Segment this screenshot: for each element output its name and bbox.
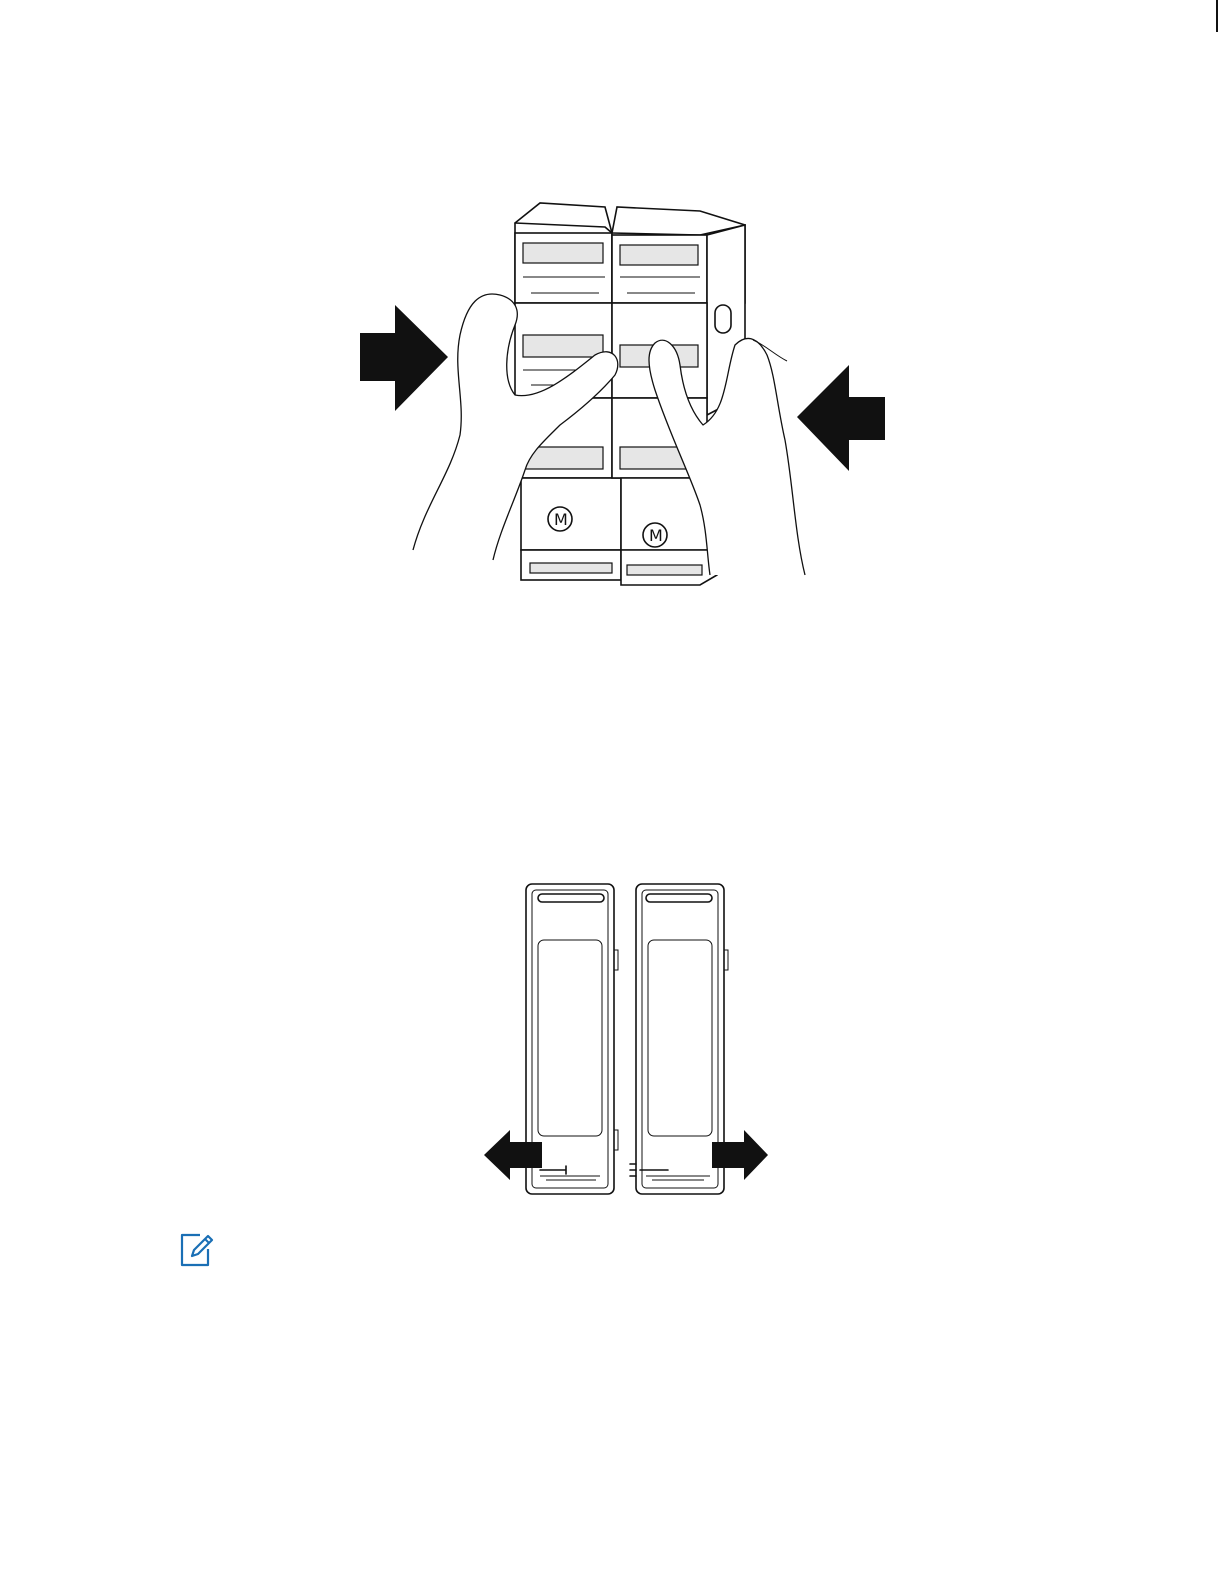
right-push-arrow xyxy=(797,365,885,471)
note-pencil-icon xyxy=(178,1232,214,1268)
page-corner-mark xyxy=(1216,0,1218,32)
logo-left: M xyxy=(554,510,568,529)
logo-right: M xyxy=(649,526,663,545)
left-pull-arrow xyxy=(484,1130,542,1180)
right-pull-arrow xyxy=(712,1130,768,1180)
charger-pods-svg xyxy=(480,880,770,1200)
charger-assembly-svg: M M xyxy=(355,185,890,595)
left-push-arrow xyxy=(360,305,448,411)
charger-pods-separate-illustration xyxy=(480,880,770,1200)
charger-assembly-illustration: M M xyxy=(355,185,890,595)
